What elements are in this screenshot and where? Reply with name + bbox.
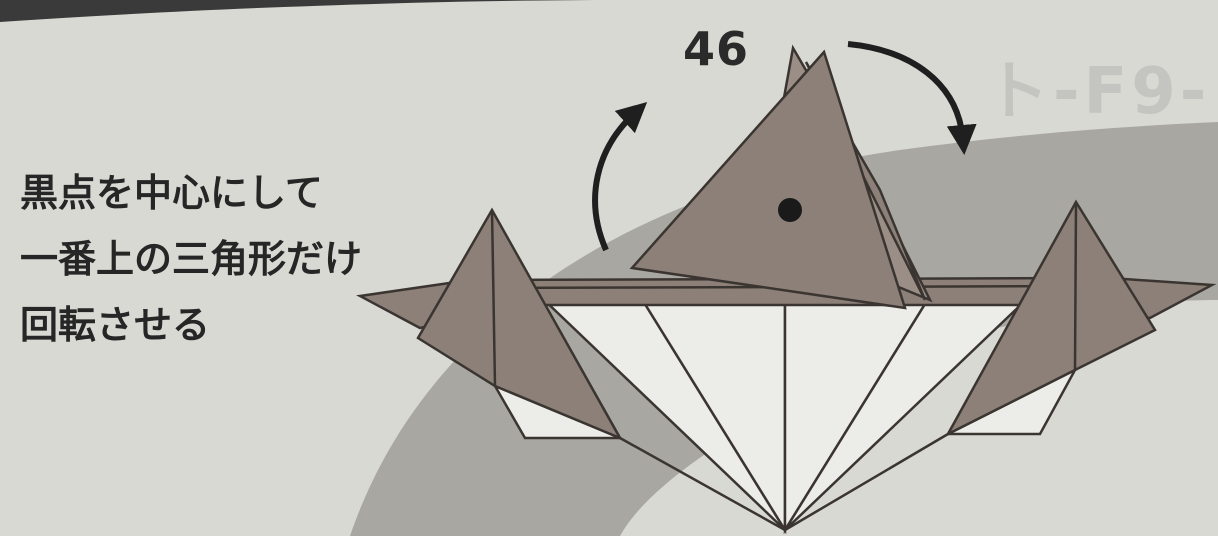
center-dot-icon (778, 198, 802, 222)
instruction-line-2: 一番上の三角形だけ (20, 226, 362, 292)
step-number: 46 (683, 22, 749, 76)
instruction-line-3: 回転させる (20, 292, 362, 358)
instruction-text: 黒点を中心にして 一番上の三角形だけ 回転させる (20, 160, 362, 358)
instruction-line-1: 黒点を中心にして (20, 160, 362, 226)
background-heading: ト-F9- (985, 40, 1210, 132)
